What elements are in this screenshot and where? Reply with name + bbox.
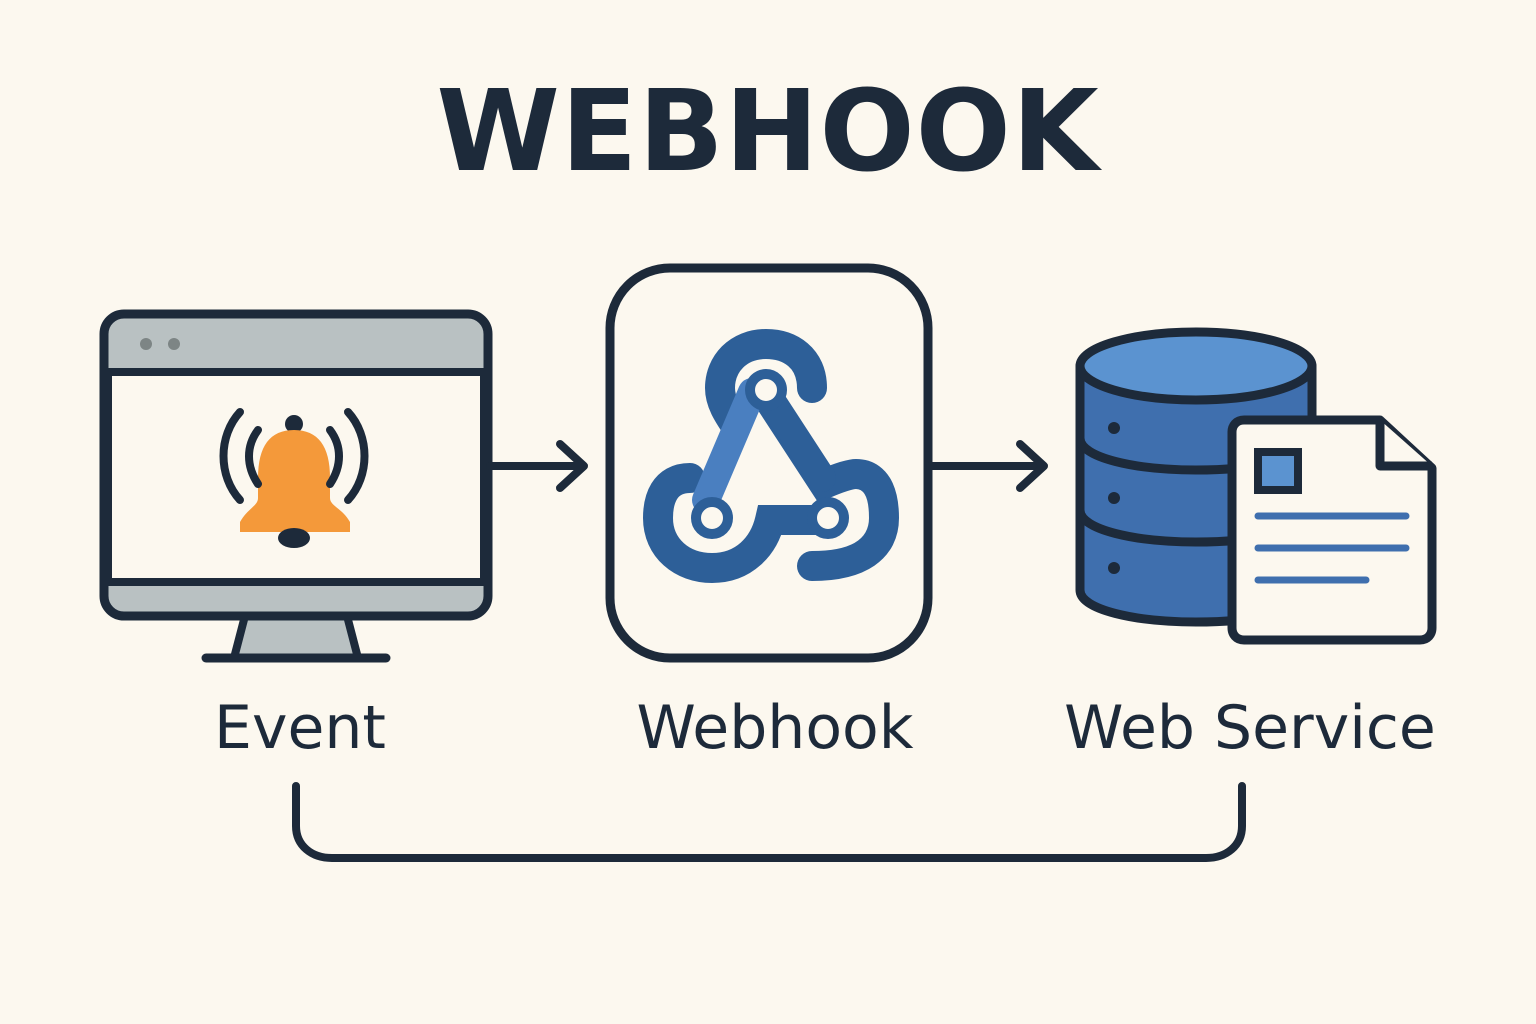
arrow-event-to-webhook	[486, 440, 588, 492]
bell-icon	[240, 415, 350, 548]
bracket-connector	[292, 782, 1246, 862]
monitor-bell-icon	[99, 309, 493, 663]
node-label-event: Event	[214, 693, 386, 763]
document-icon	[1227, 415, 1437, 645]
node-label-web-service: Web Service	[1064, 693, 1436, 763]
sound-waves-icon	[219, 408, 369, 504]
node-label-webhook: Webhook	[636, 693, 914, 763]
webhook-logo-icon	[605, 263, 933, 663]
arrow-webhook-to-service	[926, 440, 1048, 492]
diagram-title: WEBHOOK	[436, 67, 1100, 197]
database-document-icon	[1075, 327, 1437, 645]
